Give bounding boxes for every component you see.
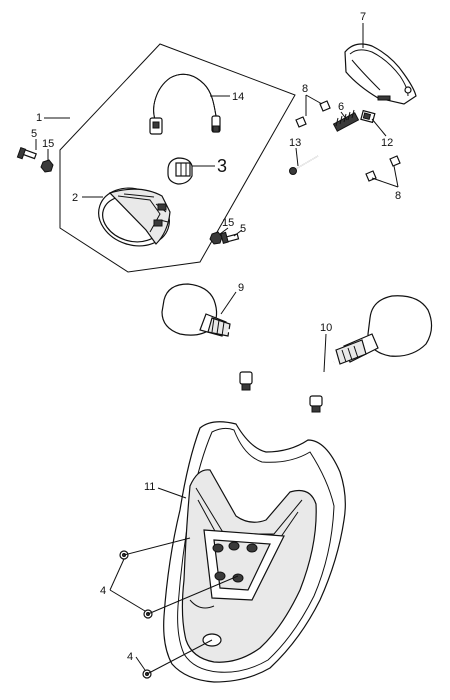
callout-15-right: 15	[222, 217, 234, 229]
callout-3: 3	[217, 156, 227, 176]
callout-7: 7	[360, 11, 366, 23]
callout-4-upper: 4	[100, 585, 106, 597]
callout-13: 13	[289, 137, 301, 149]
leader-lines	[35, 23, 399, 675]
wiring-harness-14	[149, 73, 221, 135]
screw-13	[289, 155, 319, 175]
callout-6: 6	[338, 101, 344, 113]
callout-4-lower: 4	[127, 651, 133, 663]
headlight-lamp-2	[98, 187, 171, 247]
bolt-5-left	[16, 146, 37, 160]
left-mirror-9	[161, 283, 253, 391]
callout-10: 10	[320, 322, 332, 334]
callout-8-upper: 8	[302, 83, 308, 95]
callout-5-left: 5	[31, 128, 37, 140]
nut-15-left	[40, 159, 54, 173]
callout-5-right: 5	[240, 223, 246, 235]
callout-9: 9	[238, 282, 244, 294]
headlight-housing-7	[344, 43, 417, 105]
clip-8-upper	[295, 100, 331, 128]
screw-4-middle	[143, 609, 153, 619]
clip-8-lower	[365, 155, 401, 182]
front-cover-11	[163, 421, 346, 683]
spring-6	[332, 109, 360, 132]
right-mirror-10	[309, 295, 433, 413]
clip-12	[360, 109, 376, 124]
bulb-3	[167, 157, 193, 185]
callout-14: 14	[232, 91, 244, 103]
headlight-assembly-outline	[59, 43, 296, 273]
callout-15-left: 15	[42, 138, 54, 150]
callout-2: 2	[72, 192, 78, 204]
callout-11: 11	[144, 481, 155, 493]
bolt-5-right	[220, 231, 240, 244]
callout-1: 1	[36, 112, 42, 124]
nut-15-right	[209, 231, 223, 245]
callout-12: 12	[381, 137, 393, 149]
callout-8-lower: 8	[395, 190, 401, 202]
